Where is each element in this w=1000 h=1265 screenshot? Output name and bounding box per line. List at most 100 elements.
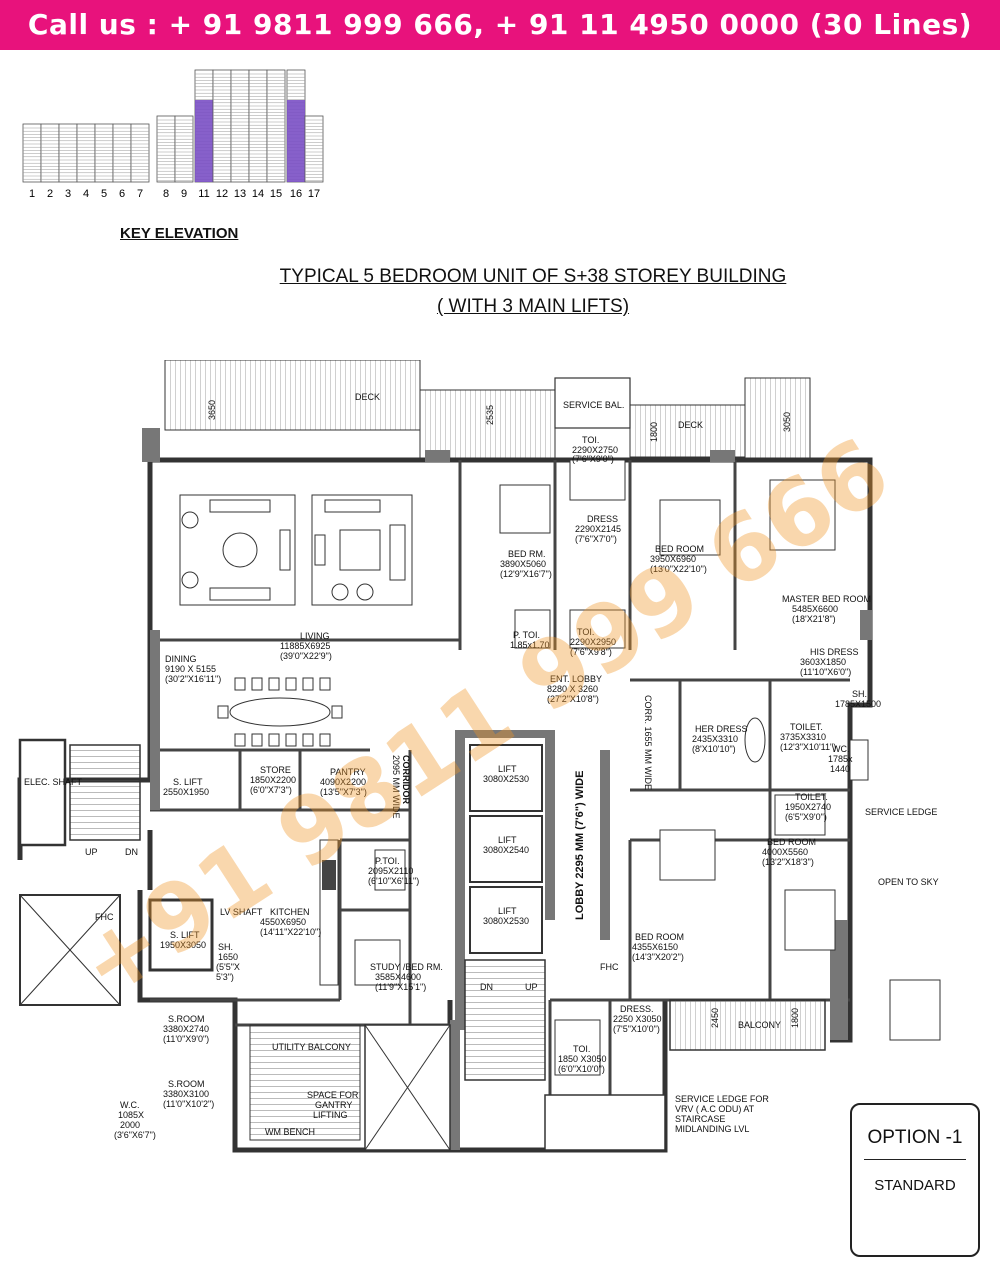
svg-text:LIFT: LIFT [498, 906, 517, 916]
stair-left [69, 744, 141, 841]
svg-text:2095 MM WIDE: 2095 MM WIDE [391, 755, 401, 819]
svg-text:BED ROOM: BED ROOM [655, 544, 704, 554]
svg-text:(7'6"X9'8"): (7'6"X9'8") [570, 647, 612, 657]
svg-text:LIFT: LIFT [498, 764, 517, 774]
svg-text:2290X2750: 2290X2750 [572, 445, 618, 455]
svg-text:(5'5"X: (5'5"X [216, 962, 240, 972]
svg-text:11885X6925: 11885X6925 [280, 641, 330, 651]
kitchen-hob [322, 860, 336, 890]
plan-title: TYPICAL 5 BEDROOM UNIT OF S+38 STOREY BU… [279, 266, 787, 287]
svg-text:4550X6950: 4550X6950 [260, 917, 306, 927]
svg-text:(11'0"X9'0"): (11'0"X9'0") [163, 1034, 209, 1044]
svg-text:4090X2200: 4090X2200 [320, 777, 366, 787]
living-furniture [179, 494, 413, 606]
tower-label-12: 12 [216, 188, 228, 200]
tower-label-15: 15 [270, 188, 282, 200]
svg-text:(7'6"X9'0"): (7'6"X9'0") [572, 454, 614, 464]
svg-text:(6'0"X10'0"): (6'0"X10'0") [558, 1064, 605, 1074]
key-elevation-label: KEY ELEVATION [120, 225, 239, 242]
svg-text:1800: 1800 [790, 1008, 800, 1028]
tower-label-1: 1 [29, 188, 35, 200]
svg-text:SH.: SH. [218, 942, 233, 952]
svg-text:DN: DN [480, 982, 493, 992]
svg-text:P.TOI.: P.TOI. [375, 856, 400, 866]
svg-text:BED ROOM: BED ROOM [767, 837, 816, 847]
svg-text:(39'0"X22'9"): (39'0"X22'9") [280, 651, 332, 661]
deck-left [164, 360, 421, 431]
tower-label-8: 8 [163, 188, 169, 200]
svg-text:3650: 3650 [207, 400, 217, 420]
svg-text:WC.: WC. [832, 744, 850, 754]
svg-text:FHC: FHC [600, 962, 619, 972]
svg-text:STAIRCASE: STAIRCASE [675, 1114, 725, 1124]
vrv-ledge [544, 1094, 666, 1151]
svg-text:LIFTING: LIFTING [313, 1110, 348, 1120]
svg-text:OPEN TO SKY: OPEN TO SKY [878, 877, 939, 887]
svg-text:DN: DN [125, 847, 138, 857]
svg-text:UP: UP [85, 847, 98, 857]
svg-text:DRESS: DRESS [587, 514, 618, 524]
svg-text:WM BENCH: WM BENCH [265, 1127, 315, 1137]
svg-text:S.ROOM: S.ROOM [168, 1079, 205, 1089]
svg-text:3603X1850: 3603X1850 [800, 657, 846, 667]
elec-shaft [18, 738, 67, 847]
svg-text:MIDLANDING LVL: MIDLANDING LVL [675, 1124, 749, 1134]
svg-text:5485X6600: 5485X6600 [792, 604, 838, 614]
svg-text:DECK: DECK [678, 420, 703, 430]
svg-text:(30'2"X16'11"): (30'2"X16'11") [165, 674, 221, 684]
svg-text:(18'X21'8"): (18'X21'8") [792, 614, 836, 624]
svg-text:(11'10"X6'0"): (11'10"X6'0") [800, 667, 851, 677]
svg-text:HIS DRESS: HIS DRESS [810, 647, 859, 657]
tower-label-5: 5 [101, 188, 107, 200]
svg-text:SERVICE LEDGE: SERVICE LEDGE [865, 807, 937, 817]
svg-text:DRESS.: DRESS. [620, 1004, 654, 1014]
svg-text:1085X: 1085X [118, 1110, 144, 1120]
option-box: OPTION -1 STANDARD [850, 1103, 980, 1257]
tower-label-9: 9 [181, 188, 187, 200]
tower-label-17: 17 [308, 188, 320, 200]
svg-text:DINING: DINING [165, 654, 197, 664]
svg-text:2290X2950: 2290X2950 [570, 637, 616, 647]
svg-text:TOILET.: TOILET. [790, 722, 823, 732]
svg-text:TOI.: TOI. [573, 1044, 590, 1054]
lift-2 [469, 815, 543, 883]
option-divider [864, 1159, 966, 1160]
svg-text:SH.: SH. [852, 689, 867, 699]
utility-balcony [249, 1024, 361, 1141]
svg-text:S. LIFT: S. LIFT [173, 777, 203, 787]
svg-text:CORRIDOR: CORRIDOR [401, 755, 411, 804]
svg-text:1650: 1650 [218, 952, 238, 962]
bath-fixtures [374, 459, 869, 1076]
svg-text:(14'11"X22'10"): (14'11"X22'10") [260, 927, 321, 937]
tower-label-14: 14 [252, 188, 264, 200]
tower-label-13: 13 [234, 188, 246, 200]
svg-text:S. LIFT: S. LIFT [170, 930, 200, 940]
svg-text:LOBBY 2295 MM (7'6") WIDE: LOBBY 2295 MM (7'6") WIDE [574, 771, 586, 920]
beds [354, 479, 836, 986]
svg-text:GANTRY: GANTRY [315, 1100, 352, 1110]
svg-text:8280 X 3260: 8280 X 3260 [547, 684, 598, 694]
tower-label-2: 2 [47, 188, 53, 200]
svg-text:UP: UP [525, 982, 538, 992]
svg-text:3380X3100: 3380X3100 [163, 1089, 209, 1099]
svg-text:CORR. 1655 MM WIDE: CORR. 1655 MM WIDE [643, 695, 653, 790]
svg-text:9190 X 5155: 9190 X 5155 [165, 664, 216, 674]
svg-text:PANTRY: PANTRY [330, 767, 366, 777]
svg-text:ENT. LOBBY: ENT. LOBBY [550, 674, 602, 684]
svg-text:LV SHAFT: LV SHAFT [220, 907, 263, 917]
stair-bottom [464, 959, 546, 1081]
tower-3 [58, 123, 78, 183]
svg-text:1850X2200: 1850X2200 [250, 775, 296, 785]
svg-text:5'3"): 5'3") [216, 972, 234, 982]
lift-1 [469, 744, 543, 812]
svg-text:(12'3"X10'11"): (12'3"X10'11") [780, 742, 836, 752]
svg-text:(6'0"X7'3"): (6'0"X7'3") [250, 785, 292, 795]
room-labels: DECK 3650 2535 SERVICE BAL. DECK 1800 30… [24, 392, 939, 1140]
svg-text:1440: 1440 [830, 764, 850, 774]
svg-text:(6'10"X6'11"): (6'10"X6'11") [368, 876, 419, 886]
tower-2 [40, 123, 60, 183]
svg-text:3050: 3050 [782, 412, 792, 432]
option-title: OPTION -1 [867, 1127, 963, 1148]
svg-text:1785X1500: 1785X1500 [835, 699, 881, 709]
tower-7 [130, 123, 150, 183]
